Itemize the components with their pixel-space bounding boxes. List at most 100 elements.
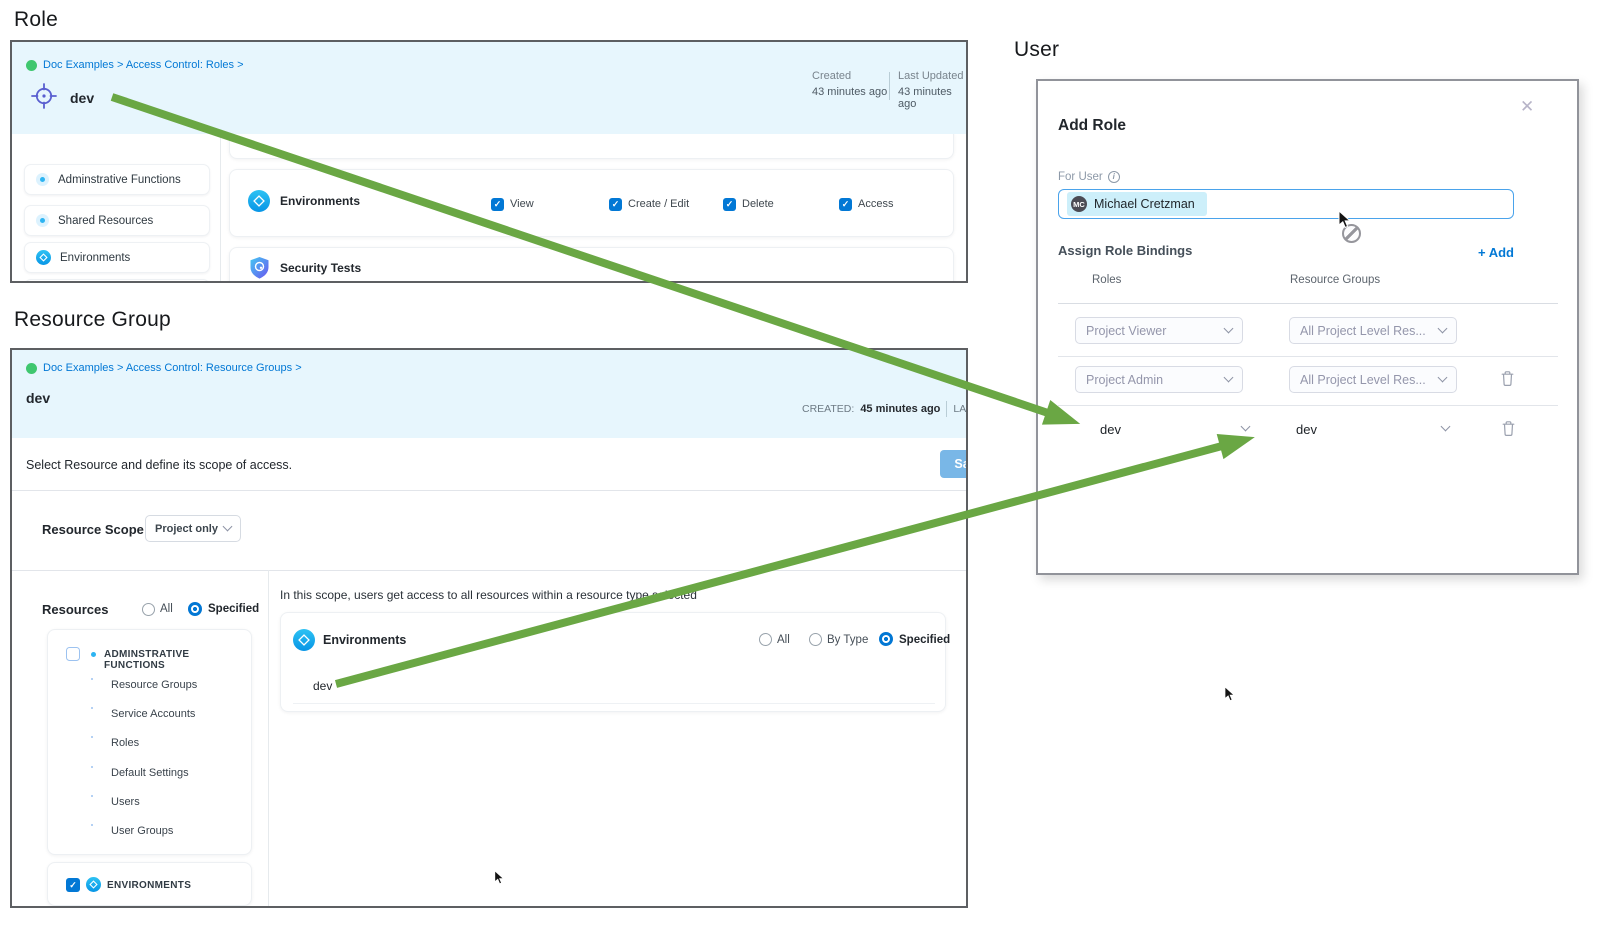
view-label: View — [510, 198, 534, 210]
env-specified-radio[interactable] — [879, 632, 893, 646]
tree-parent-label: ADMINSTRATIVE FUNCTIONS — [104, 649, 190, 671]
user-input[interactable]: MC Michael Cretzman — [1058, 189, 1514, 219]
resources-all-radio[interactable] — [142, 603, 155, 616]
delete-checkbox[interactable]: ✓ — [723, 198, 736, 211]
resource-groups-checkbox[interactable] — [91, 678, 93, 680]
chevron-down-icon[interactable] — [1240, 421, 1251, 432]
created-value: 45 minutes ago — [860, 403, 941, 415]
section-divider — [12, 570, 966, 571]
created-meta: CREATED: 45 minutes ago LAST UPD — [802, 401, 967, 417]
sidebar-item-label: Environments — [60, 251, 131, 264]
resource-group-select-1[interactable]: All Project Level Res... — [1289, 317, 1457, 344]
scope-description: Select Resource and define its scope of … — [26, 458, 293, 472]
resource-row-label: Security Tests — [280, 261, 362, 275]
info-icon[interactable]: i — [1107, 171, 1120, 183]
resource-group-select-3[interactable]: dev — [1296, 422, 1317, 437]
sidebar-divider — [220, 134, 221, 281]
resource-type-icon — [36, 173, 49, 186]
administrative-functions-checkbox[interactable] — [66, 647, 80, 661]
updated-label: Last Updated — [898, 70, 964, 82]
delete-binding-icon[interactable] — [1500, 370, 1515, 387]
user-name: Michael Cretzman — [1094, 197, 1195, 211]
role-target-icon — [29, 81, 59, 111]
env-by-type-label: By Type — [827, 634, 869, 646]
create-edit-checkbox[interactable]: ✓ — [609, 198, 622, 211]
breadcrumb[interactable]: Doc Examples > Access Control: Resource … — [26, 362, 302, 374]
tree-child-label: Service Accounts — [111, 708, 196, 720]
env-by-type-radio[interactable] — [809, 633, 822, 646]
sidebar-item-environments[interactable]: Environments — [24, 242, 210, 273]
table-divider — [1058, 303, 1558, 304]
default-settings-checkbox[interactable] — [91, 766, 93, 768]
env-selected-value: dev — [313, 679, 333, 693]
sidebar-item-partial[interactable] — [24, 279, 210, 281]
delete-label: Delete — [742, 198, 774, 210]
sidebar-item-shared-resources[interactable]: Shared Resources — [24, 205, 210, 236]
role-name: dev — [70, 90, 95, 106]
resource-group-select-2[interactable]: All Project Level Res... — [1289, 366, 1457, 393]
chevron-down-icon — [1223, 372, 1234, 383]
user-chip: MC Michael Cretzman — [1067, 192, 1207, 216]
row-divider — [1058, 356, 1558, 357]
resource-group-select-value: All Project Level Res... — [1300, 372, 1426, 387]
updated-label: LAST UPD — [953, 403, 967, 415]
chevron-down-icon — [1223, 323, 1234, 334]
role-panel: Doc Examples > Access Control: Roles > d… — [10, 40, 968, 283]
user-groups-checkbox[interactable] — [91, 824, 93, 826]
delete-binding-icon[interactable] — [1501, 420, 1516, 437]
sidebar-item-label: Adminstrative Functions — [58, 173, 181, 186]
access-label: Access — [858, 198, 894, 210]
resource-row-label: Environments — [280, 194, 361, 208]
created-label: Created — [812, 70, 852, 82]
resource-scope-label: Resource Scope — [42, 522, 144, 537]
resources-specified-radio[interactable] — [188, 602, 202, 616]
security-tests-icon — [249, 256, 270, 280]
service-accounts-checkbox[interactable] — [91, 707, 93, 709]
environments-group-card: ✓ ENVIRONMENTS — [47, 862, 252, 906]
resource-group-panel: Doc Examples > Access Control: Resource … — [10, 348, 968, 908]
env-all-label: All — [777, 634, 790, 646]
tree-child-label: User Groups — [111, 825, 174, 837]
users-checkbox[interactable] — [91, 795, 93, 797]
tree-child-label: Default Settings — [111, 767, 189, 779]
sidebar-item-administrative-functions[interactable]: Adminstrative Functions — [24, 164, 210, 195]
for-user-row: For User i — [1058, 171, 1120, 183]
environments-scope-card: Environments All By Type Specified dev — [280, 612, 950, 712]
sidebar-item-label: Shared Resources — [58, 214, 154, 227]
meta-divider — [946, 401, 948, 417]
resources-specified-label: Specified — [208, 603, 260, 615]
resource-group-header: Doc Examples > Access Control: Resource … — [12, 350, 966, 438]
add-role-dialog: ✕ Add Role For User i MC Michael Cretzma… — [1036, 79, 1579, 575]
resource-group-section-title: Resource Group — [14, 308, 171, 331]
role-select-1[interactable]: Project Viewer — [1075, 317, 1243, 344]
resource-type-icon — [36, 214, 49, 227]
resources-label: Resources — [42, 602, 109, 617]
env-all-radio[interactable] — [759, 633, 772, 646]
role-select-3[interactable]: dev — [1100, 422, 1121, 437]
tree-child-label: Users — [111, 796, 140, 808]
env-specified-label: Specified — [899, 634, 951, 646]
security-tests-permission-row: Security Tests — [229, 247, 954, 281]
breadcrumb[interactable]: Doc Examples > Access Control: Roles > — [26, 59, 244, 71]
breadcrumb-text[interactable]: Doc Examples > Access Control: Resource … — [43, 362, 302, 374]
meta-divider — [889, 72, 890, 100]
add-binding-button[interactable]: + Add — [1478, 245, 1514, 260]
resource-scope-select[interactable]: Project only — [145, 515, 241, 542]
chevron-down-icon — [1437, 323, 1448, 334]
roles-column-header: Roles — [1092, 274, 1122, 286]
row-divider — [12, 490, 966, 491]
dialog-title: Add Role — [1058, 117, 1127, 134]
breadcrumb-text[interactable]: Doc Examples > Access Control: Roles > — [43, 59, 244, 71]
chevron-down-icon[interactable] — [1440, 421, 1451, 432]
environments-checkbox[interactable]: ✓ — [66, 878, 80, 892]
view-checkbox[interactable]: ✓ — [491, 198, 504, 211]
role-select-2[interactable]: Project Admin — [1075, 366, 1243, 393]
save-button[interactable]: Save — [940, 450, 966, 478]
access-checkbox[interactable]: ✓ — [839, 198, 852, 211]
close-icon[interactable]: ✕ — [1520, 97, 1535, 116]
roles-checkbox[interactable] — [91, 736, 93, 738]
tree-child-label: Roles — [111, 737, 140, 749]
resource-group-name: dev — [26, 390, 51, 406]
environments-permission-row: Environments ✓ View ✓ Create / Edit ✓ De… — [229, 169, 954, 237]
